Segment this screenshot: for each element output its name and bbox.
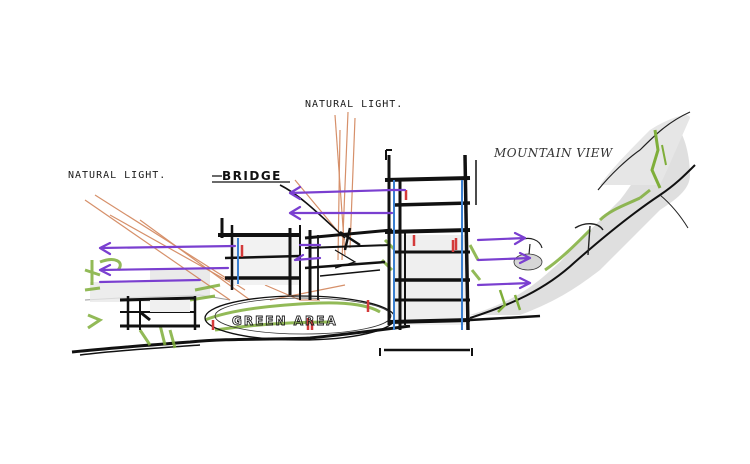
label-bridge: BRIDGE [222,169,282,183]
people [211,190,458,330]
label-natural-light-top: NATURAL LIGHT. [305,99,403,110]
mountain-hill [469,111,696,319]
building-tall [384,149,477,331]
ground-left [71,268,541,356]
bridge [279,184,393,277]
vegetation [84,238,482,349]
building-middle [218,218,319,300]
building-left-low [119,296,200,330]
label-green-area: GREEN AREA [232,314,338,328]
bridge-underline [212,175,290,183]
view-arrows [98,185,532,290]
label-natural-light-left: NATURAL LIGHT. [68,170,166,181]
light-rays [84,111,356,301]
label-mountain-view: MOUNTAIN VIEW [493,146,614,160]
